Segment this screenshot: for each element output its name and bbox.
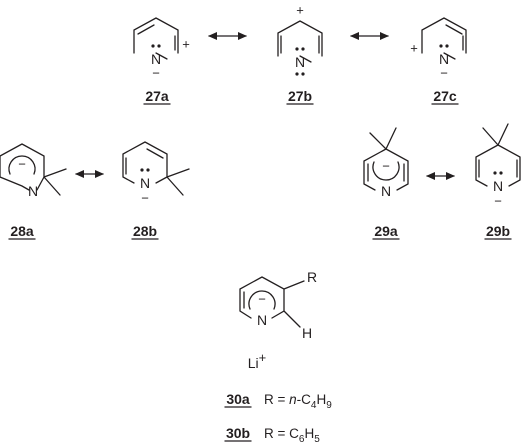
structure-30: N − R H — [239, 269, 317, 341]
compound-label-30a: 30a — [226, 391, 250, 407]
charge-minus-28a: − — [18, 157, 26, 172]
delocalized-arc-30 — [248, 290, 276, 310]
structure-29a: N − — [363, 127, 409, 199]
charge-minus-28b: − — [141, 191, 149, 206]
delocalized-arc-28a — [8, 155, 36, 175]
ring-28a — [0, 143, 67, 196]
charge-plus-27a: + — [182, 37, 190, 52]
nitrogen-27b: N — [295, 54, 305, 70]
definition-30b: R = C6H5 — [264, 426, 320, 445]
nitrogen-28b: N — [140, 175, 150, 191]
charge-minus-27a: − — [152, 66, 160, 81]
compound-label-29a: 29a — [374, 223, 398, 239]
ring-30 — [239, 276, 305, 328]
structure-27b: N + — [277, 3, 323, 76]
nitrogen-27a: N — [151, 51, 161, 67]
compound-label-28b: 28b — [133, 223, 157, 239]
ring-27a — [133, 17, 179, 60]
ring-29a — [363, 127, 409, 191]
ring-28b — [122, 141, 190, 196]
compound-label-27c: 27c — [433, 88, 457, 104]
charge-plus-27c: + — [410, 41, 418, 56]
nitrogen-27c: N — [439, 51, 449, 67]
compound-label-27b: 27b — [288, 88, 312, 104]
charge-minus-30: − — [258, 292, 266, 307]
structure-28b: N − — [122, 141, 190, 206]
structure-27c: N − + — [410, 17, 467, 81]
charge-minus-29b: − — [494, 194, 502, 209]
structure-28a: N − — [0, 143, 67, 199]
nitrogen-28a: N — [28, 183, 38, 199]
compound-label-27a: 27a — [145, 88, 169, 104]
hydrogen-30: H — [302, 325, 312, 341]
substituent-r: R — [307, 269, 317, 285]
ring-29b — [475, 123, 521, 187]
lone-pair-dots-icon — [295, 47, 299, 51]
charge-plus-27b: + — [296, 3, 304, 18]
lone-pair-dots-icon — [439, 44, 443, 48]
compound-label-29b: 29b — [486, 223, 510, 239]
nitrogen-30: N — [257, 312, 267, 328]
charge-minus-29a: − — [382, 159, 390, 174]
compound-label-30b: 30b — [226, 425, 250, 441]
lone-pair-dots-icon — [151, 44, 155, 48]
ring-27b — [277, 20, 323, 63]
charge-minus-27c: − — [440, 66, 448, 81]
nitrogen-29a: N — [381, 183, 391, 199]
ring-27c — [421, 17, 467, 60]
compound-label-28a: 28a — [10, 223, 34, 239]
lone-pair-dots-icon — [140, 168, 144, 172]
delocalized-arc-29a — [372, 161, 400, 181]
structure-29b: N − — [475, 123, 521, 209]
definition-30a: R = n-C4H9 — [264, 392, 332, 411]
nitrogen-29b: N — [493, 178, 503, 194]
structure-27a: N − + — [133, 17, 190, 81]
lone-pair-dots-icon — [493, 171, 497, 175]
counterion-li: Li+ — [248, 350, 267, 372]
